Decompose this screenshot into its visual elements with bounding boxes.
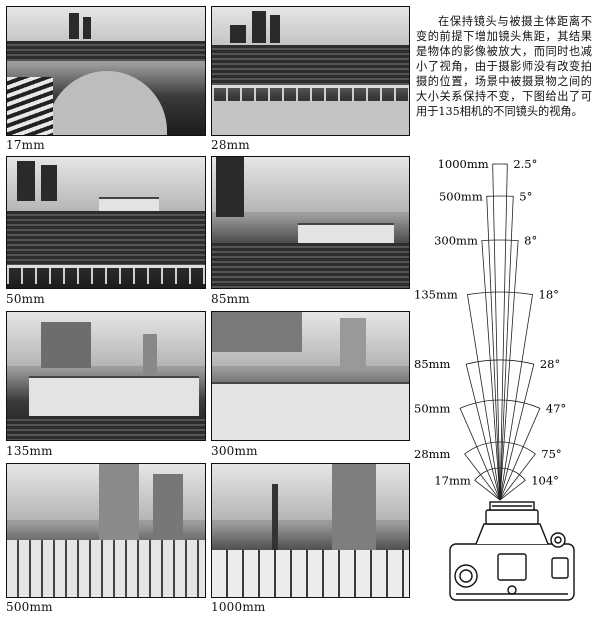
- angle-labels: 1000mm 2.5° 500mm 5° 300mm 8° 135mm 18° 85mm 28° 5…: [414, 157, 566, 487]
- photo-water: [212, 243, 409, 288]
- focal-label: 300mm: [434, 234, 478, 248]
- photo-ship: [29, 376, 199, 418]
- angle-wedge-135mm: [467, 291, 533, 501]
- photo-building: [212, 312, 302, 352]
- photo-railing: [7, 265, 205, 284]
- caption-28mm: 28mm: [211, 138, 250, 152]
- photo-railing: [212, 85, 409, 104]
- focal-label: 500mm: [439, 189, 483, 203]
- photo-building: [17, 161, 35, 201]
- photo-50mm: [6, 156, 206, 289]
- caption-500mm: 500mm: [6, 600, 53, 614]
- photo-sky: [212, 464, 409, 520]
- photo-deck: [212, 550, 409, 597]
- angle-label: 75°: [541, 447, 561, 461]
- photo-85mm: [211, 156, 410, 289]
- photo-water: [7, 41, 205, 61]
- focal-label: 85mm: [414, 357, 451, 371]
- photo-building: [69, 13, 79, 39]
- photo-plaza: [212, 101, 409, 135]
- description-text: 在保持镜头与被摄主体距离不变的前提下增加镜头焦距，其结果是物体的影像被放大，而同…: [416, 15, 592, 118]
- photo-water: [7, 211, 205, 265]
- photo-building: [252, 11, 266, 43]
- photo-500mm: [6, 463, 206, 598]
- photo-1000mm: [211, 463, 410, 598]
- photo-building: [270, 15, 280, 43]
- focal-label: 17mm: [434, 473, 471, 487]
- photo-building: [216, 157, 244, 217]
- photo-funnel: [143, 334, 157, 374]
- photo-funnel: [340, 318, 366, 368]
- angle-wedge-500mm: [486, 195, 514, 501]
- photo-water: [7, 416, 205, 440]
- photo-28mm: [211, 6, 410, 136]
- photo-17mm: [6, 6, 206, 136]
- camera-icon: [449, 501, 575, 601]
- angle-label: 47°: [546, 401, 566, 415]
- photo-plaza: [47, 71, 167, 135]
- angle-wedge-1000mm: [492, 163, 508, 501]
- angle-label: 104°: [531, 473, 559, 487]
- photo-building: [41, 322, 91, 368]
- photo-sky: [7, 312, 205, 366]
- caption-300mm: 300mm: [211, 444, 258, 458]
- caption-17mm: 17mm: [6, 138, 45, 152]
- caption-135mm: 135mm: [6, 444, 53, 458]
- focal-label: 1000mm: [438, 157, 489, 171]
- photo-building: [41, 165, 57, 201]
- angle-wedge-85mm: [465, 359, 535, 501]
- angle-label: 2.5°: [513, 157, 537, 171]
- angle-of-view-diagram: 1000mm 2.5° 500mm 5° 300mm 8° 135mm 18° 85mm 28° 5…: [414, 157, 575, 601]
- angle-label: 18°: [539, 288, 559, 302]
- photo-sky: [212, 157, 409, 213]
- caption-1000mm: 1000mm: [211, 600, 266, 614]
- focal-label: 50mm: [414, 401, 451, 415]
- photo-funnel: [153, 474, 183, 544]
- angle-label: 5°: [519, 189, 532, 203]
- angle-label: 28°: [540, 357, 560, 371]
- photo-steps: [7, 77, 53, 135]
- angle-wedge-300mm: [481, 239, 519, 501]
- photo-funnel: [99, 464, 139, 544]
- focal-label: 135mm: [414, 288, 458, 302]
- photo-water: [212, 45, 409, 85]
- caption-50mm: 50mm: [6, 292, 45, 306]
- angle-fan: [459, 163, 541, 502]
- angle-wedge-28mm: [464, 441, 536, 501]
- focal-label: 28mm: [414, 447, 451, 461]
- caption-85mm: 85mm: [211, 292, 250, 306]
- photo-mast: [272, 484, 278, 554]
- photo-funnel: [332, 464, 376, 550]
- photo-building: [83, 17, 91, 39]
- angle-wedge-17mm: [474, 467, 526, 501]
- photo-building: [230, 25, 246, 43]
- photo-300mm: [211, 311, 410, 441]
- photo-ship: [298, 223, 394, 243]
- photo-deck: [7, 540, 205, 597]
- photo-ship: [99, 197, 159, 211]
- angle-label: 8°: [524, 234, 537, 248]
- photo-135mm: [6, 311, 206, 441]
- photo-ship: [212, 382, 409, 440]
- angle-wedge-50mm: [459, 399, 541, 502]
